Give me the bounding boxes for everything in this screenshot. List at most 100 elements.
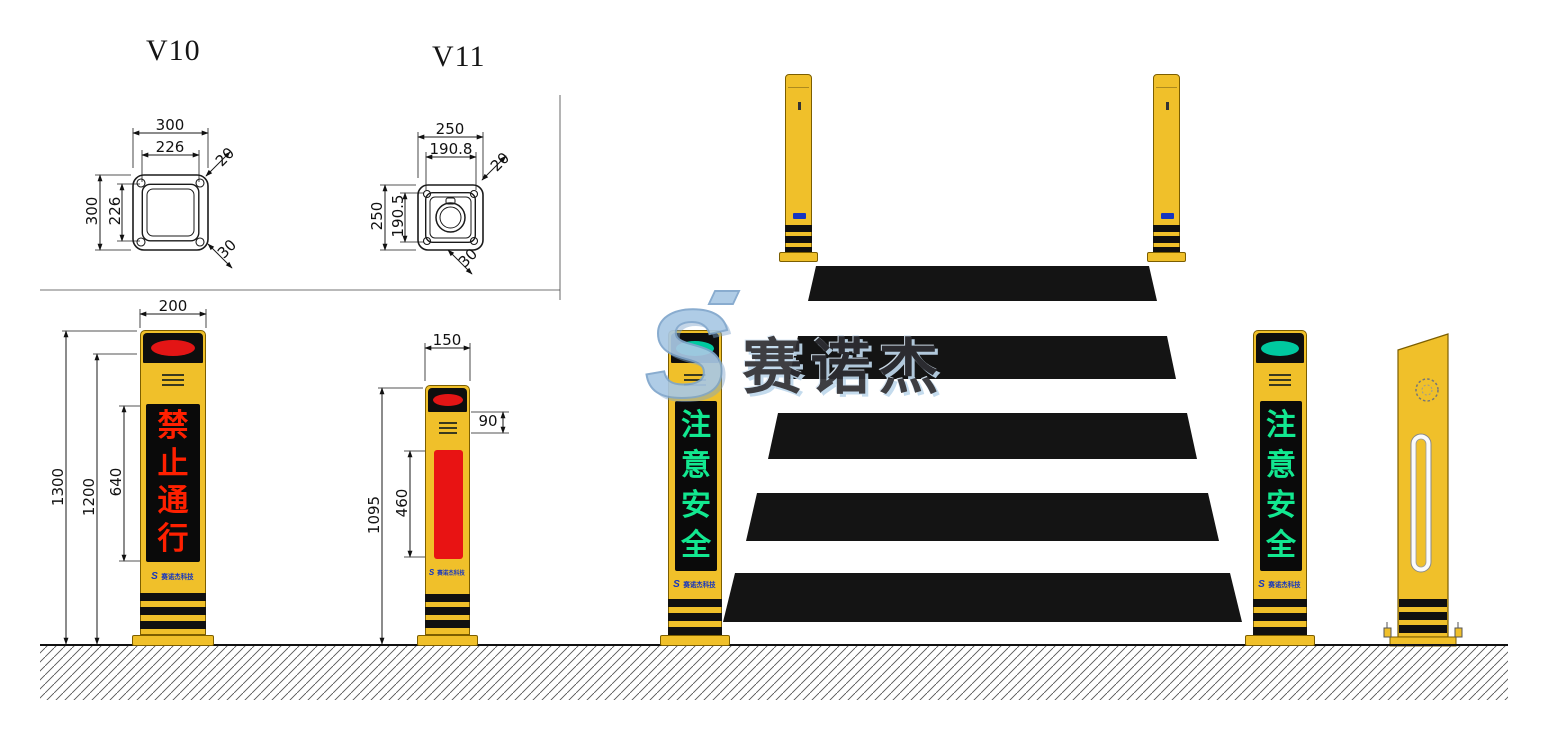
black-band (1153, 225, 1180, 232)
dim-v10-outer-width: 300 (155, 116, 185, 134)
dim-v10-screen-height: 640 (107, 467, 125, 497)
speaker-icon (1415, 378, 1439, 402)
red-light-icon (432, 394, 463, 406)
section-separators (40, 95, 561, 300)
brand-label: S 赛诺杰科技 (141, 571, 205, 582)
dim-v10-inner-height: 226 (106, 196, 124, 226)
sign-char: 意 (681, 448, 711, 483)
cap-seam (1156, 87, 1177, 88)
scene-sign-post-right-base (1245, 635, 1315, 646)
black-band (785, 236, 812, 243)
dim-v11-outer-height: 250 (368, 201, 386, 231)
v11-top-view (417, 184, 484, 251)
sign-char: 安 (681, 488, 711, 523)
speaker-grille-icon (162, 371, 184, 389)
bollard-side-view (1383, 333, 1463, 647)
black-band (425, 594, 470, 602)
dim-v11-width: 150 (432, 331, 462, 349)
dim-v11-inner-height: 190.5 (389, 194, 407, 238)
brand-plate (793, 213, 806, 219)
bollard-v10-base (132, 635, 214, 646)
dim-v10-total-height: 1300 (49, 467, 67, 507)
crosswalk-stripes (723, 266, 1242, 622)
black-band (140, 621, 206, 629)
black-band (1253, 613, 1307, 621)
dim-v10-body-height: 1200 (80, 477, 98, 517)
black-band (1153, 236, 1180, 243)
bollard-cap (1256, 333, 1304, 363)
black-band (140, 593, 206, 601)
dim-v10-outer-height: 300 (83, 196, 101, 226)
v10-top-view-dimensions (95, 128, 233, 269)
bollard-cap (428, 388, 467, 412)
sign-char: 通 (157, 483, 189, 520)
v11-title: V11 (432, 40, 486, 73)
dim-v11-inner-width: 190.8 (429, 140, 473, 158)
green-light-icon (1261, 340, 1299, 356)
sign-char: 行 (157, 521, 189, 558)
brand-label: S 赛诺杰科技 (426, 568, 469, 577)
brand-label: S 赛诺杰科技 (1254, 579, 1306, 590)
scene-sign-post-right: 注 意 安 全 S 赛诺杰科技 (1253, 330, 1307, 635)
brand-text: 赛诺杰科技 (683, 581, 716, 589)
dim-v10-inner-width: 226 (155, 138, 185, 156)
black-band (668, 627, 722, 635)
bollard-cap (143, 333, 203, 363)
black-band (785, 225, 812, 232)
black-band (785, 247, 812, 254)
cap-seam (788, 87, 809, 88)
bollard-v11-base (417, 635, 478, 646)
v10-top-view (132, 174, 209, 251)
sign-char: 意 (1266, 448, 1296, 483)
brand-text: 赛诺杰科技 (1268, 581, 1301, 589)
scene-back-post-right-base (1147, 252, 1186, 262)
dim-v10-width: 200 (158, 297, 188, 315)
brand-text: 赛诺杰科技 (161, 573, 194, 581)
led-screen: 禁 止 通 行 (146, 404, 200, 562)
ground (40, 644, 1508, 700)
sign-char: 止 (157, 445, 189, 482)
reflective-red-stripe (434, 450, 463, 559)
black-band (668, 613, 722, 621)
black-band (668, 599, 722, 607)
dim-v11-stripe-height: 460 (393, 488, 411, 518)
sign-char: 注 (681, 408, 711, 443)
v10-front-dimensions (62, 309, 207, 645)
led-screen: 注 意 安 全 (675, 401, 717, 571)
scene-back-post-left (785, 74, 812, 254)
scene-back-post-left-base (779, 252, 818, 262)
dim-v11-cap: 90 (478, 412, 498, 430)
sign-char: 注 (1266, 408, 1296, 443)
sign-char: 全 (681, 528, 711, 563)
top-slot (1166, 102, 1169, 110)
dim-v11-outer-width: 250 (435, 120, 465, 138)
anchor-bolt (1383, 627, 1392, 638)
black-band (425, 607, 470, 615)
brand-plate (1161, 213, 1174, 219)
green-light-icon (676, 340, 714, 356)
speaker-grille-icon (1269, 371, 1291, 389)
brand-label: S 赛诺杰科技 (669, 579, 721, 590)
black-band (140, 607, 206, 615)
bollard-cap (671, 333, 719, 363)
sign-char: 全 (1266, 528, 1296, 563)
black-band (1153, 247, 1180, 254)
scene-sign-post-left: 注 意 安 全 S 赛诺杰科技 (668, 330, 722, 635)
led-screen: 注 意 安 全 (1260, 401, 1302, 571)
scene-sign-post-left-base (660, 635, 730, 646)
v11-top-view-dimensions (380, 132, 507, 275)
scene-back-post-right (1153, 74, 1180, 254)
black-band (1253, 599, 1307, 607)
speaker-grille-icon (684, 371, 706, 389)
black-band (1253, 627, 1307, 635)
v10-title: V10 (146, 34, 201, 67)
bollard-v11-front: S 赛诺杰科技 (425, 385, 470, 635)
anchor-bolt (1454, 627, 1463, 638)
sign-char: 禁 (157, 407, 189, 444)
black-band (425, 620, 470, 628)
brand-logo-icon: S (673, 579, 680, 590)
dim-v11-total-height: 1095 (365, 495, 383, 535)
top-slot (798, 102, 801, 110)
